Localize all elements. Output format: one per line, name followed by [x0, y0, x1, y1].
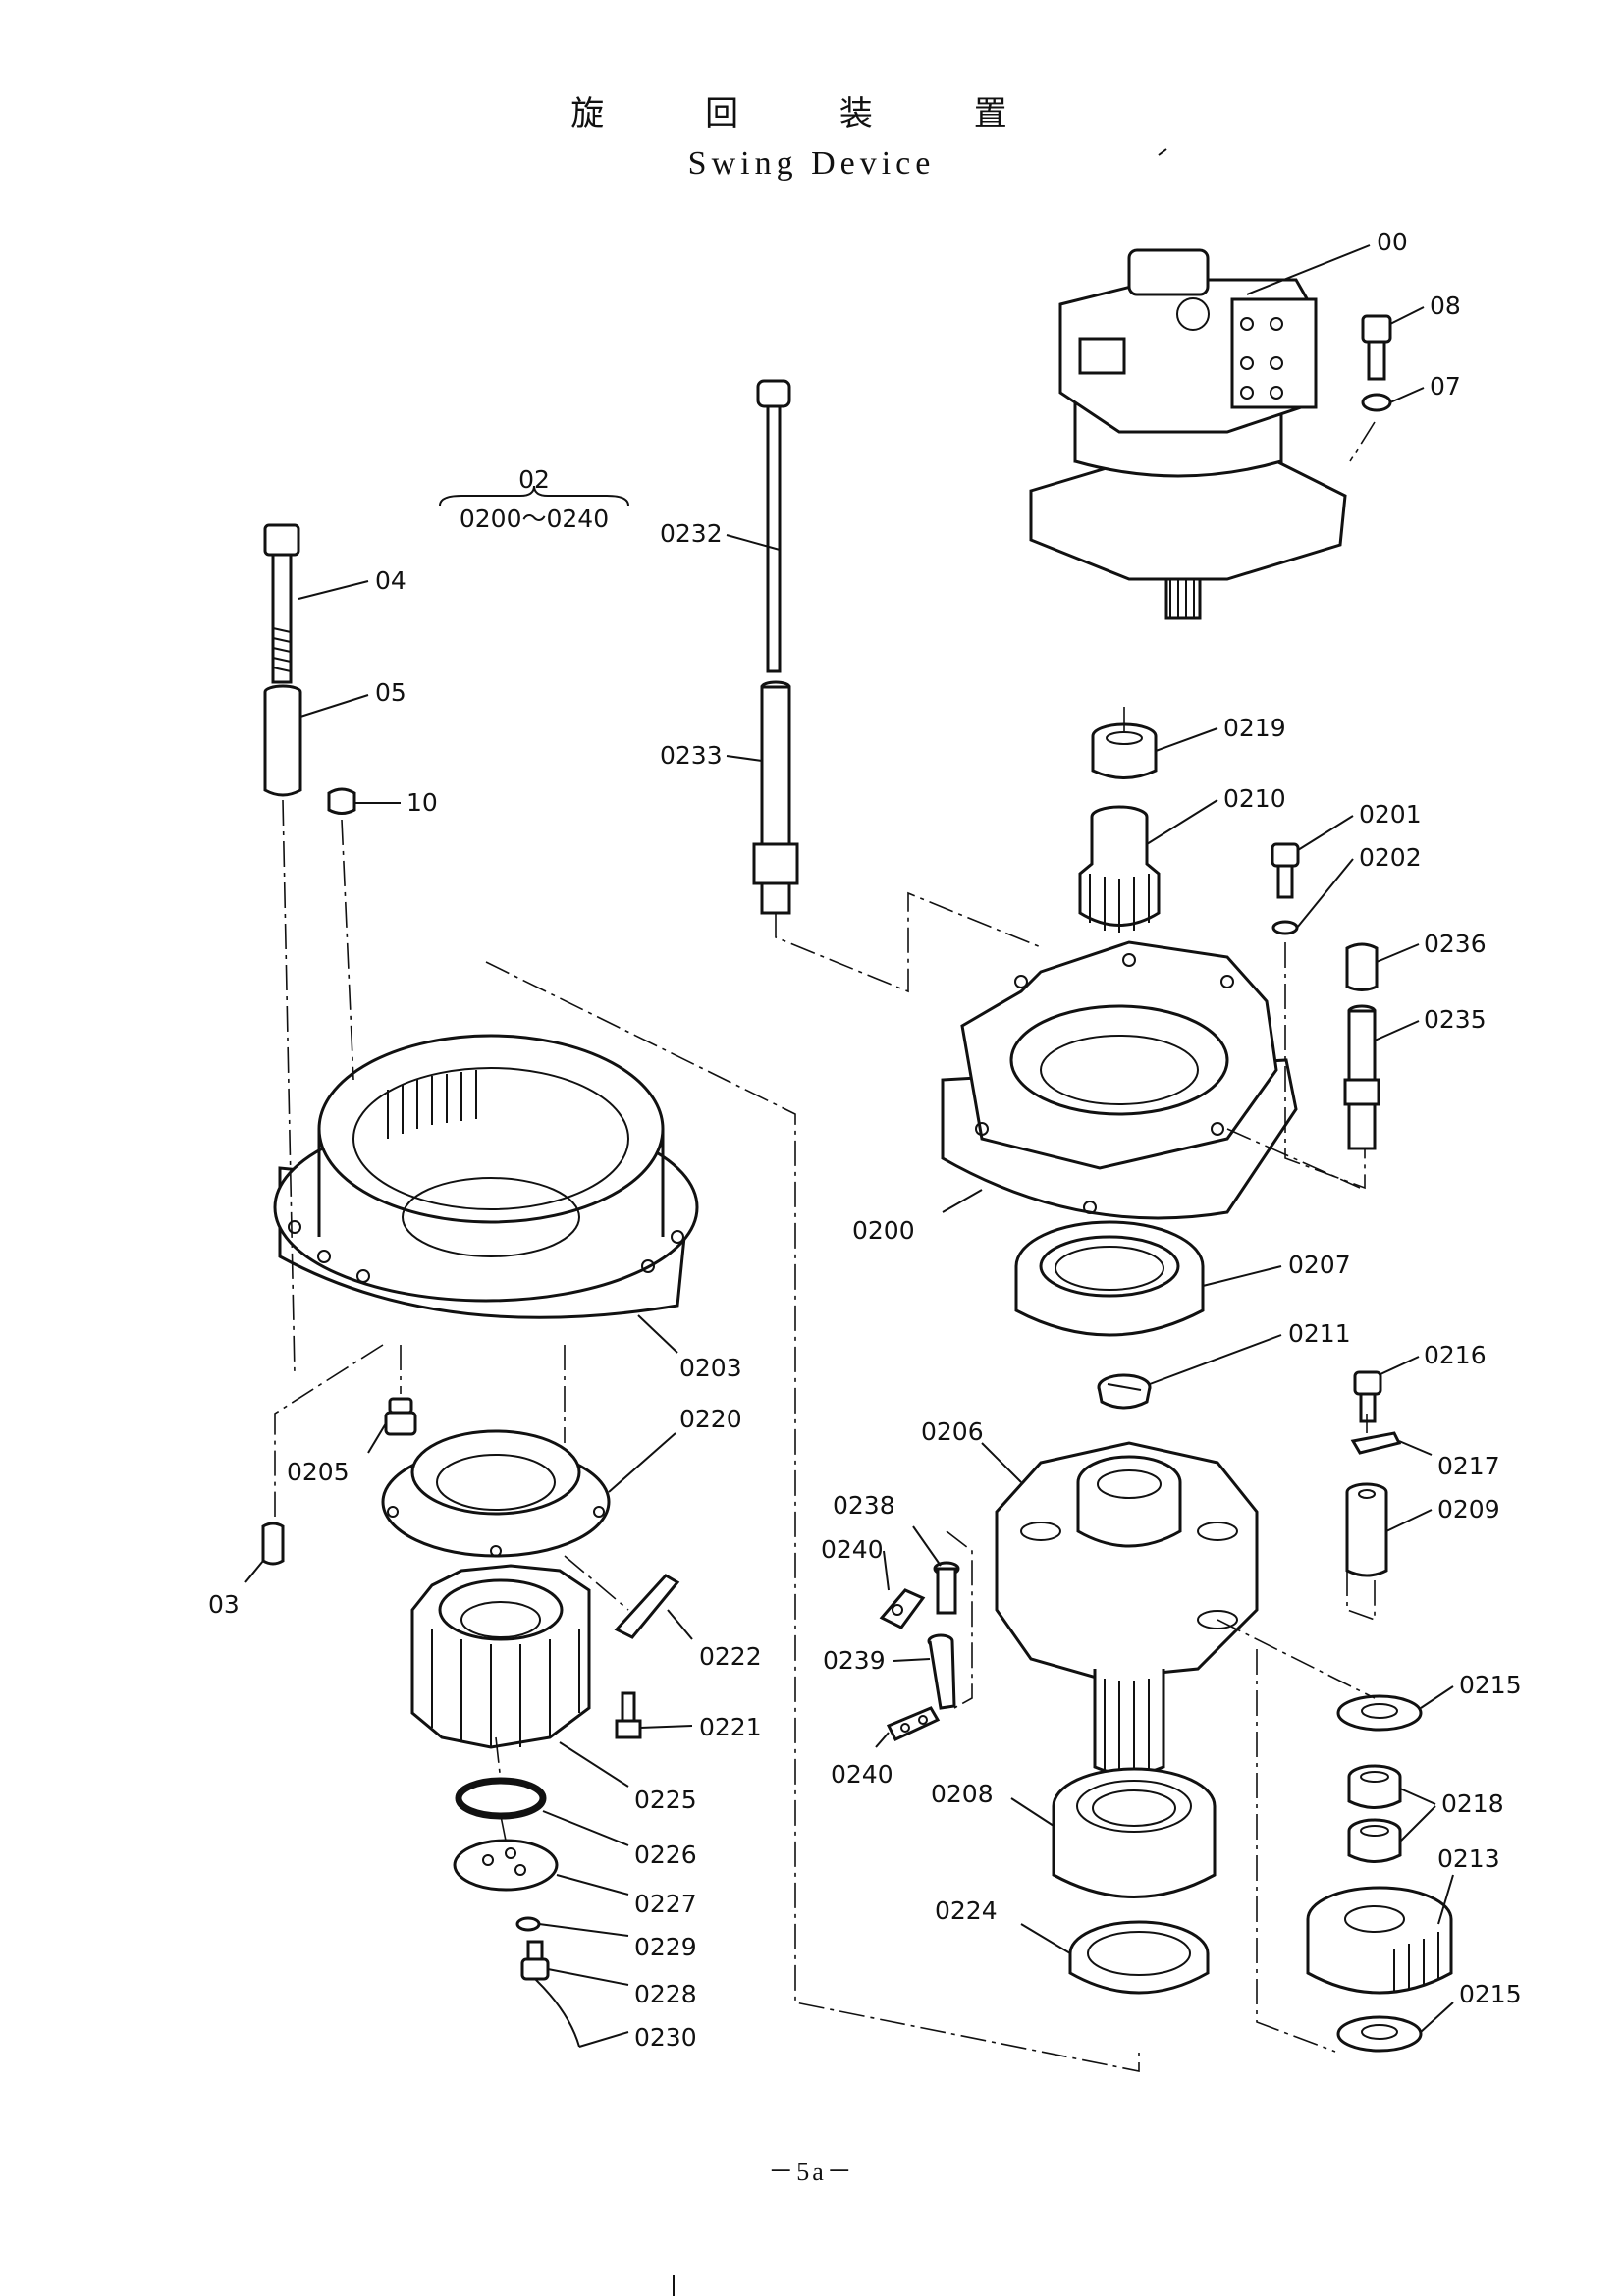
pin-0238	[933, 1561, 960, 1615]
leader-lines	[244, 244, 1454, 2048]
part-label-0233: 0233	[660, 741, 723, 770]
part-label-0229: 0229	[634, 1933, 697, 1961]
pin-0239	[927, 1633, 956, 1710]
clip-0240-lower	[886, 1706, 941, 1741]
part-label-0211: 0211	[1288, 1319, 1351, 1348]
clip-0240-upper	[879, 1588, 926, 1629]
lock-plate-0222	[614, 1574, 680, 1639]
pin-03	[261, 1522, 285, 1566]
part-label-0232: 0232	[660, 519, 723, 548]
washer-0202	[1271, 920, 1299, 935]
cap-0236	[1345, 942, 1379, 991]
title-japanese: 旋 回 装 置	[570, 94, 1053, 133]
part-label-0205: 0205	[287, 1458, 350, 1486]
bushing-0219	[1091, 722, 1158, 779]
part-label-0240-lower: 0240	[831, 1760, 893, 1789]
part-label-0215-lower: 0215	[1459, 1980, 1522, 2008]
part-label-08: 08	[1430, 292, 1461, 320]
needle-bearing-0218-upper	[1347, 1764, 1402, 1809]
plug-0205	[384, 1397, 417, 1436]
washer-07	[1361, 393, 1392, 412]
thrust-washer-0215-upper	[1336, 1694, 1423, 1732]
gauge-tube-0233	[752, 680, 799, 915]
part-label-0220: 0220	[679, 1405, 742, 1433]
part-label-0207: 0207	[1288, 1251, 1351, 1279]
carrier-0206	[995, 1441, 1259, 1777]
thrust-button-0211	[1097, 1373, 1152, 1410]
part-label-0224: 0224	[935, 1896, 998, 1925]
part-label-0213: 0213	[1437, 1844, 1500, 1873]
bolt-0221	[615, 1691, 642, 1739]
part-label-0201: 0201	[1359, 800, 1422, 828]
lock-plate-0217	[1350, 1431, 1402, 1455]
part-label-0215-upper: 0215	[1459, 1671, 1522, 1699]
cover-plate-0227	[453, 1839, 559, 1892]
part-label-0240-upper: 0240	[821, 1535, 884, 1564]
planet-gear-0213	[1306, 1886, 1453, 1995]
part-label-10: 10	[406, 788, 438, 817]
part-labels: 00 08 07 04 05 10 0232 0233 0219 0210 02…	[208, 228, 1522, 2052]
bearing-0208	[1052, 1767, 1217, 1898]
page-number: －5a－	[768, 2158, 855, 2186]
bolt-0228	[520, 1940, 550, 1981]
part-label-05: 05	[375, 678, 406, 707]
part-label-0200: 0200	[852, 1216, 915, 1245]
sleeve-05	[263, 684, 302, 797]
pin-0209	[1345, 1482, 1388, 1577]
thrust-plate-0220	[381, 1429, 611, 1558]
bolt-04	[263, 523, 300, 684]
part-label-07: 07	[1430, 372, 1461, 400]
sun-gear-0210	[1078, 805, 1161, 933]
part-label-0235: 0235	[1424, 1005, 1487, 1034]
assembly-centerlines	[274, 421, 1376, 2072]
group-range: 0200～0240	[460, 505, 609, 533]
level-gauge-0232	[756, 379, 791, 673]
part-label-0226: 0226	[634, 1841, 697, 1869]
part-label-0227: 0227	[634, 1890, 697, 1918]
bearing-0207	[1014, 1220, 1205, 1337]
part-label-0216: 0216	[1424, 1341, 1487, 1369]
oil-seal-0224	[1068, 1920, 1210, 1995]
tube-0235	[1343, 1004, 1380, 1150]
bolt-0216	[1353, 1370, 1382, 1423]
stray-mark	[1158, 148, 1167, 156]
pinion-0225	[410, 1564, 591, 1749]
gear-case-0200	[941, 940, 1298, 1220]
bolt-0201	[1271, 842, 1300, 899]
part-label-0238: 0238	[833, 1491, 895, 1520]
part-label-0208: 0208	[931, 1780, 994, 1808]
o-ring-0226	[455, 1777, 547, 1820]
title-english: Swing Device	[687, 145, 936, 182]
part-label-0210: 0210	[1223, 784, 1286, 813]
part-label-0239: 0239	[823, 1646, 886, 1675]
part-label-0217: 0217	[1437, 1452, 1500, 1480]
part-label-0219: 0219	[1223, 714, 1286, 742]
part-label-0209: 0209	[1437, 1495, 1500, 1523]
part-label-0218: 0218	[1441, 1789, 1504, 1818]
part-label-0203: 0203	[679, 1354, 742, 1382]
needle-bearing-0218-lower	[1347, 1818, 1402, 1863]
part-label-0225: 0225	[634, 1786, 697, 1814]
part-label-0230: 0230	[634, 2023, 697, 2052]
thrust-washer-0215-lower	[1336, 2015, 1423, 2053]
part-label-0221: 0221	[699, 1713, 762, 1741]
part-label-00: 00	[1377, 228, 1408, 256]
ring-gear-housing-0203	[273, 1034, 699, 1319]
plug-10	[327, 787, 356, 815]
motor-bolt-08	[1361, 314, 1392, 381]
swing-motor	[1029, 248, 1347, 620]
part-label-03: 03	[208, 1590, 240, 1619]
washer-0229	[515, 1916, 541, 1932]
part-label-0202: 0202	[1359, 843, 1422, 872]
part-label-0236: 0236	[1424, 930, 1487, 958]
wire-0230	[534, 1978, 580, 2048]
part-label-0228: 0228	[634, 1980, 697, 2008]
part-label-0222: 0222	[699, 1642, 762, 1671]
part-label-0206: 0206	[921, 1417, 984, 1446]
group-bracket: 02 0200～0240	[439, 465, 629, 533]
part-label-04: 04	[375, 566, 406, 595]
